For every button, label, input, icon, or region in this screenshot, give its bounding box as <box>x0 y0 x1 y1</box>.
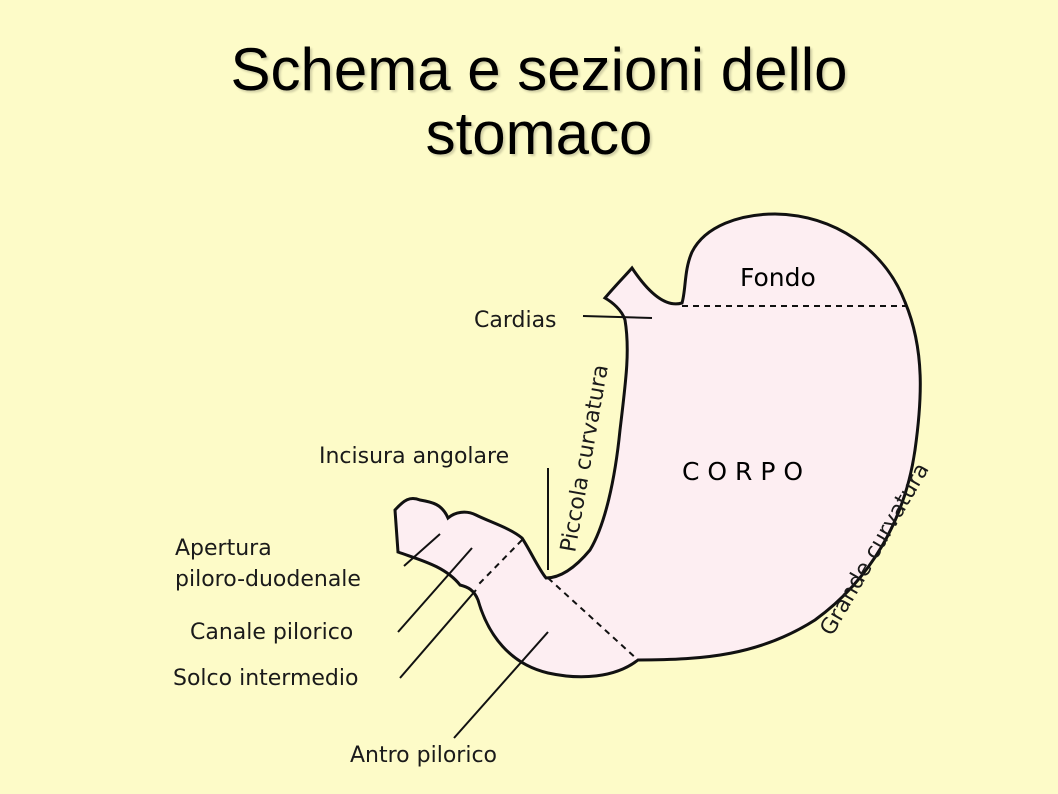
stomach-outline <box>393 212 922 679</box>
slide-title-line-2: stomaco <box>425 100 653 167</box>
antro-leader <box>453 631 549 739</box>
label-canale-pilorico: Canale pilorico <box>190 620 353 645</box>
label-fondo: Fondo <box>740 263 816 292</box>
label-cardias: Cardias <box>474 308 557 333</box>
label-incisura-angolare: Incisura angolare <box>319 444 509 469</box>
solco-leader <box>399 589 477 679</box>
canale-leader <box>397 547 473 633</box>
apertura-leader <box>403 533 441 567</box>
label-antro-pilorico: Antro pilorico <box>350 743 497 768</box>
label-solco-intermedio: Solco intermedio <box>173 666 358 691</box>
label-corpo: C O R P O <box>682 457 803 486</box>
slide-title: Schema e sezioni dello stomaco <box>0 38 1058 166</box>
slide-title-line-1: Schema e sezioni dello <box>230 36 848 103</box>
cardias-leader <box>582 315 653 319</box>
antro-division-line <box>547 577 639 661</box>
label-apertura-line-1: Apertura <box>175 536 272 561</box>
label-apertura-line-2: piloro-duodenale <box>175 567 361 592</box>
